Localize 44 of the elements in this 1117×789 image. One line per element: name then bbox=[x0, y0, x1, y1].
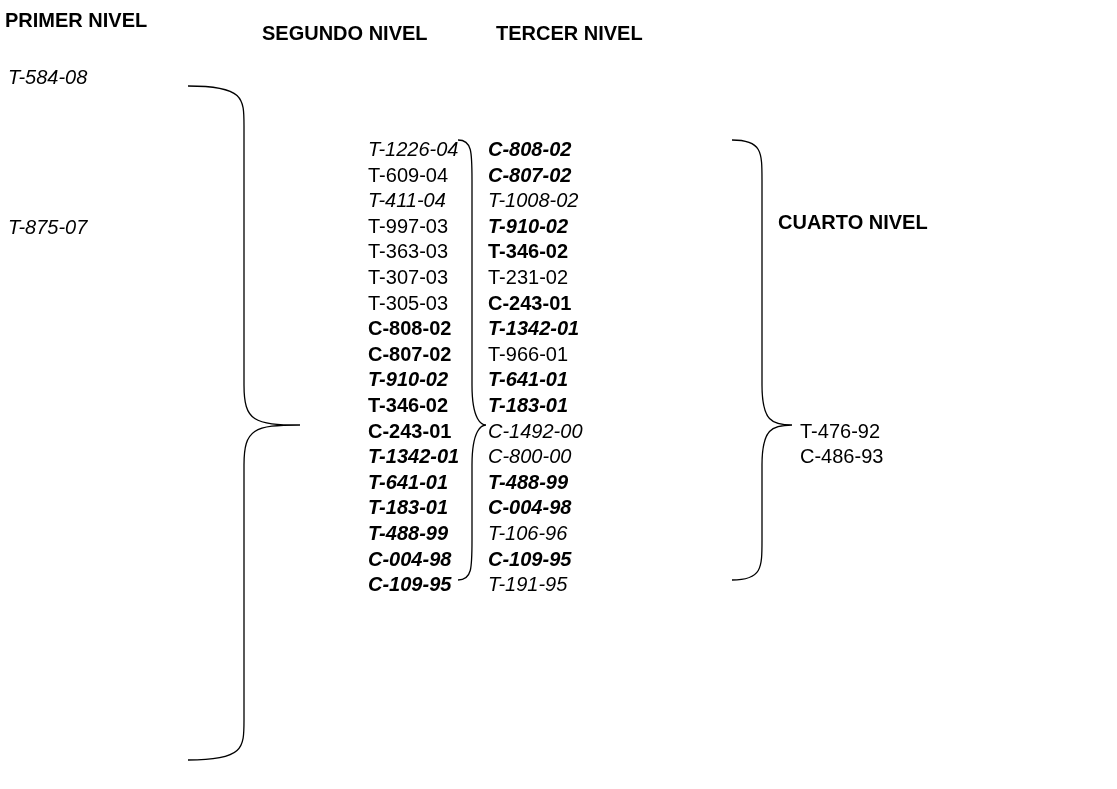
code-text: T-305-03 bbox=[368, 290, 449, 315]
code-text: T-1226-04 bbox=[368, 137, 459, 161]
code-text: T-966-01 bbox=[488, 341, 569, 366]
code-text: T-183-01 bbox=[368, 495, 449, 520]
code-text: T-1008-02 bbox=[488, 188, 579, 213]
code-text: C-109-95 bbox=[488, 546, 572, 571]
code-text: T-488-99 bbox=[488, 469, 569, 494]
code-text: C-486-93 bbox=[800, 444, 884, 468]
code-text: T-997-03 bbox=[368, 213, 449, 238]
code-text: C-243-01 bbox=[368, 418, 452, 443]
code-text: C-004-98 bbox=[488, 495, 572, 520]
code-text: T-584-08 bbox=[8, 65, 88, 89]
code-text: C-004-98 bbox=[368, 546, 452, 571]
code-text: T-910-02 bbox=[368, 367, 449, 392]
code-text: T-910-02 bbox=[488, 213, 569, 238]
level-heading: SEGUNDO NIVEL bbox=[262, 21, 428, 45]
code-text: T-609-04 bbox=[368, 162, 449, 187]
code-text: T-641-01 bbox=[368, 469, 449, 494]
code-text: C-807-02 bbox=[488, 162, 572, 187]
code-text: T-183-01 bbox=[488, 393, 569, 417]
code-text: T-191-95 bbox=[488, 572, 568, 597]
code-text: T-476-92 bbox=[800, 419, 881, 443]
code-text: C-243-01 bbox=[488, 290, 572, 315]
code-text: T-1342-01 bbox=[488, 316, 580, 341]
code-text: T-106-96 bbox=[488, 521, 568, 545]
code-text: C-1492-00 bbox=[488, 418, 583, 443]
code-text: T-875-07 bbox=[8, 215, 88, 239]
code-text: C-808-02 bbox=[368, 316, 452, 341]
level-heading: TERCER NIVEL bbox=[496, 21, 643, 45]
code-text: C-808-02 bbox=[488, 137, 572, 161]
code-text: T-363-03 bbox=[368, 239, 449, 264]
code-text: T-231-02 bbox=[488, 265, 569, 289]
level-heading: PRIMER NIVEL bbox=[5, 8, 148, 32]
code-text: T-307-03 bbox=[368, 265, 449, 289]
code-text: C-109-95 bbox=[368, 572, 452, 597]
code-text: T-346-02 bbox=[368, 393, 449, 417]
code-text: C-807-02 bbox=[368, 341, 452, 366]
code-text: T-1342-01 bbox=[368, 444, 460, 469]
level-heading: CUARTO NIVEL bbox=[778, 210, 928, 234]
code-text: T-488-99 bbox=[368, 521, 449, 545]
code-text: C-800-00 bbox=[488, 444, 572, 469]
code-text: T-346-02 bbox=[488, 239, 569, 264]
code-text: T-411-04 bbox=[368, 188, 446, 213]
code-text: T-641-01 bbox=[488, 367, 569, 392]
